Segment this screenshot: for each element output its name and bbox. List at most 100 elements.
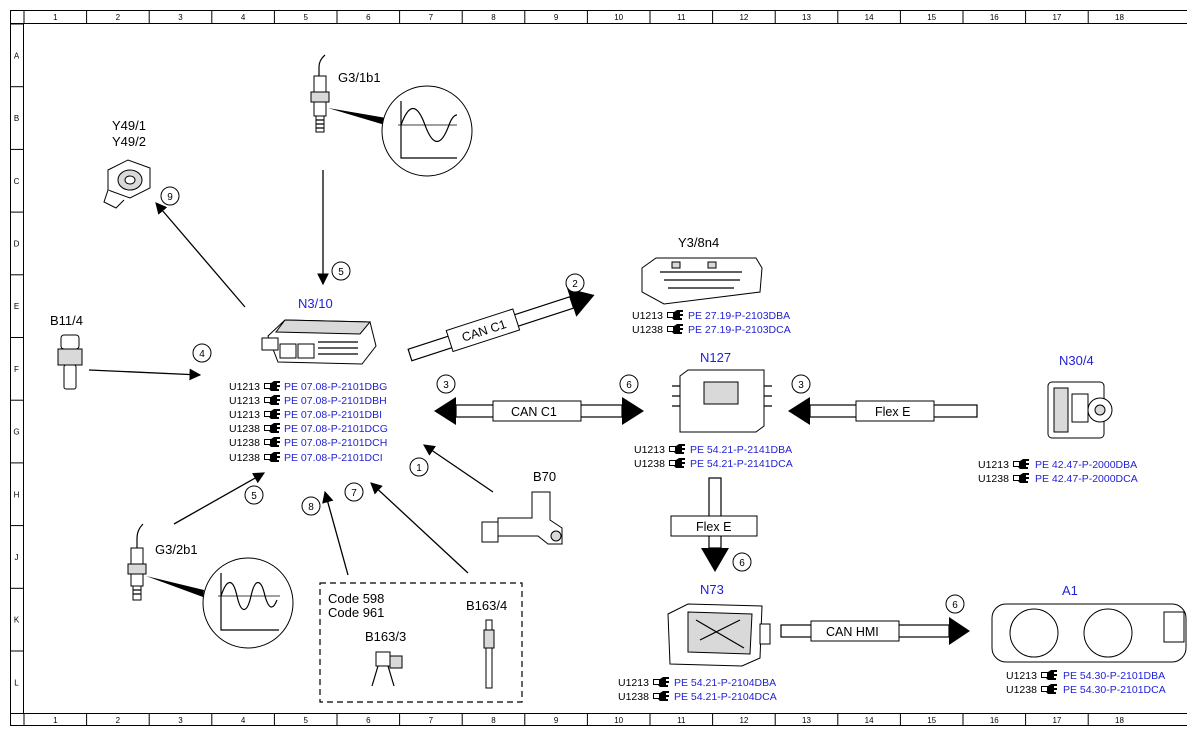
n3-10-ecu-icon (261, 319, 377, 365)
bus-can-hmi: CAN HMI (780, 617, 970, 645)
step-marker: 3 (436, 374, 456, 394)
code-598-label: Code 598 (328, 591, 384, 606)
grid-column-label: 7 (429, 13, 434, 22)
grid-row-label: C (14, 177, 20, 186)
svg-text:9: 9 (167, 192, 173, 203)
grid-column-label: 14 (865, 716, 874, 725)
can-hmi-label: CAN HMI (826, 625, 879, 639)
grid-row-label: F (14, 365, 19, 374)
grid-column-label: 17 (1052, 13, 1061, 22)
svg-text:U1213: U1213 (632, 310, 663, 322)
grid-column-label: 13 (802, 13, 811, 22)
y49-camshaft-actuator[interactable]: Y49/1 Y49/2 (103, 118, 151, 209)
svg-text:U1213: U1213 (229, 395, 260, 407)
grid-column-label: 16 (990, 716, 999, 725)
g3-2b1-sensor[interactable]: G3/2b1 (127, 523, 294, 649)
ref-link[interactable]: PE 07.08-P-2101DCG (284, 423, 388, 435)
grid-column-label: 11 (677, 13, 686, 22)
ref-link[interactable]: PE 54.30-P-2101DCA (1063, 684, 1166, 696)
grid-column-label: 1 (53, 13, 58, 22)
ref-link[interactable]: PE 42.47-P-2000DBA (1035, 459, 1137, 471)
ref-link[interactable]: PE 54.21-P-2104DCA (674, 691, 777, 703)
svg-text:U1213: U1213 (978, 459, 1009, 471)
grid-row-label: B (14, 114, 19, 123)
grid-column-label: 12 (739, 716, 748, 725)
step-marker: 9 (160, 186, 180, 206)
code-961-label: Code 961 (328, 605, 384, 620)
grid-column-label: 5 (303, 13, 308, 22)
step-marker: 2 (565, 273, 585, 293)
a1-label: A1 (1062, 583, 1078, 598)
b70-crankshaft-sensor[interactable]: B70 (481, 469, 563, 545)
y49-2-label: Y49/2 (112, 134, 146, 149)
ref-link[interactable]: PE 07.08-P-2101DBG (284, 381, 387, 393)
bus-can-c1-mid: CAN C1 (434, 397, 644, 425)
oxygen-sensor-icon (127, 523, 204, 601)
svg-text:7: 7 (351, 488, 357, 499)
grid-column-label: 15 (927, 716, 936, 725)
grid-column-label: 2 (116, 716, 121, 725)
oxygen-sensor-icon (310, 54, 386, 133)
ref-link[interactable]: PE 07.08-P-2101DBH (284, 395, 387, 407)
step-marker: 5 (244, 485, 264, 505)
n30-4-label: N30/4 (1059, 353, 1094, 368)
svg-text:6: 6 (952, 600, 958, 611)
svg-text:1: 1 (416, 463, 422, 474)
grid-column-label: 7 (429, 716, 434, 725)
svg-text:U1238: U1238 (634, 458, 665, 470)
ref-link[interactable]: PE 54.21-P-2104DBA (674, 677, 776, 689)
b70-label: B70 (533, 469, 556, 484)
sine-signal-icon (381, 85, 473, 177)
grid-column-label: 10 (614, 716, 623, 725)
ref-link[interactable]: PE 07.08-P-2101DBI (284, 409, 382, 421)
step-marker: 7 (344, 482, 364, 502)
esp-unit-icon (1047, 381, 1113, 439)
ref-link[interactable]: PE 54.21-P-2141DCA (690, 458, 793, 470)
ref-link[interactable]: PE 54.30-P-2101DBA (1063, 670, 1165, 682)
step-markers: 5 9 4 2 3 6 3 1 5 7 8 6 6 (160, 186, 965, 614)
grid-row-label: K (14, 616, 20, 625)
ref-link[interactable]: PE 27.19-P-2103DCA (688, 324, 791, 336)
ref-link[interactable]: PE 27.19-P-2103DBA (688, 310, 790, 322)
b163-3-sensor-icon[interactable] (371, 651, 403, 687)
ref-link[interactable]: PE 07.08-P-2101DCI (284, 452, 383, 464)
step-marker: 6 (619, 374, 639, 394)
grid-column-label: 17 (1052, 716, 1061, 725)
step-marker: 3 (791, 374, 811, 394)
grid-column-label: 16 (990, 13, 999, 22)
step-marker: 6 (732, 552, 752, 572)
svg-text:U1238: U1238 (229, 452, 260, 464)
ref-link[interactable]: PE 42.47-P-2000DCA (1035, 473, 1138, 485)
grid-column-label: 6 (366, 13, 371, 22)
svg-text:U1238: U1238 (618, 691, 649, 703)
n127-label: N127 (700, 350, 731, 365)
g3-1b1-sensor[interactable]: G3/1b1 (310, 54, 473, 177)
grid-column-label: 14 (865, 13, 874, 22)
b163-4-sensor-icon[interactable] (483, 619, 495, 689)
b163-3-label: B163/3 (365, 629, 406, 644)
y49-1-label: Y49/1 (112, 118, 146, 133)
svg-text:U1238: U1238 (632, 324, 663, 336)
b11-4-coolant-sensor[interactable]: B11/4 (50, 313, 83, 390)
g3-1b1-label: G3/1b1 (338, 70, 381, 85)
ref-link[interactable]: PE 07.08-P-2101DCH (284, 437, 387, 449)
ref-link[interactable]: PE 54.21-P-2141DBA (690, 444, 792, 456)
grid-column-label: 8 (491, 13, 496, 22)
grid-row-label: L (14, 678, 19, 687)
drawing-frame (10, 10, 1187, 726)
svg-text:U1238: U1238 (229, 437, 260, 449)
grid-column-label: 3 (178, 13, 183, 22)
svg-text:U1213: U1213 (1006, 670, 1037, 682)
grid-column-label: 11 (677, 716, 686, 725)
svg-text:3: 3 (443, 380, 449, 391)
step-marker: 4 (192, 343, 212, 363)
